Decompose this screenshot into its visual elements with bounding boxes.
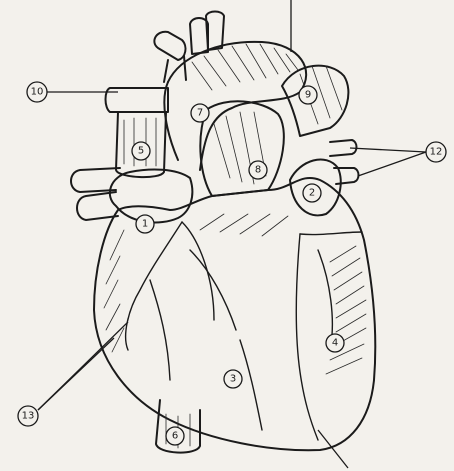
callout-5: 5 [132, 142, 150, 160]
callout-8-text: 8 [255, 165, 261, 176]
callout-3-text: 3 [230, 374, 236, 385]
aortic-branches [154, 12, 224, 83]
callout-10: 10 [27, 82, 47, 102]
superior-vena-cava [106, 88, 169, 177]
callout-12: 12 [426, 142, 446, 162]
aortic-arch [164, 0, 306, 170]
callout-1: 1 [136, 215, 154, 233]
pulmonary-veins-right [71, 168, 120, 220]
callout-9: 9 [299, 86, 317, 104]
callout-2-text: 2 [309, 188, 315, 199]
callout-1-text: 1 [142, 219, 148, 230]
pulmonary-veins-left [330, 140, 359, 184]
callout-5-text: 5 [138, 146, 144, 157]
pulmonary-trunk [200, 101, 284, 196]
callout-12-text: 12 [430, 147, 443, 158]
callout-6-text: 6 [172, 431, 178, 442]
callout-9-text: 9 [305, 90, 311, 101]
callout-13-text: 13 [22, 411, 35, 422]
callout-2: 2 [303, 184, 321, 202]
callout-6: 6 [166, 427, 184, 445]
callout-4-text: 4 [332, 338, 338, 349]
callout-10-text: 10 [31, 87, 44, 98]
heart-body [94, 159, 375, 450]
callout-8: 8 [249, 161, 267, 179]
callout-7: 7 [191, 104, 209, 122]
callout-13: 13 [18, 406, 38, 426]
callout-3: 3 [224, 370, 242, 388]
callout-4: 4 [326, 334, 344, 352]
callout-7-text: 7 [197, 108, 203, 119]
